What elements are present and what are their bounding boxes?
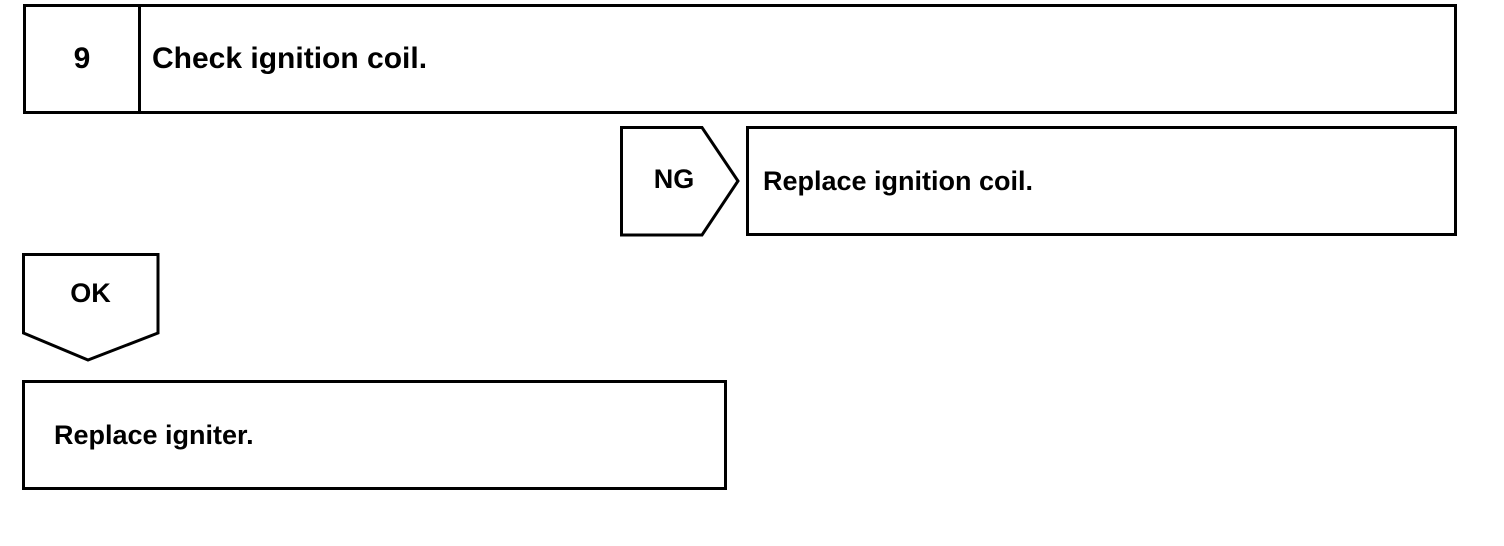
ok-action-box: Replace igniter. <box>22 380 727 490</box>
step-title: Check ignition coil. <box>152 42 428 75</box>
step-header-box: 9 Check ignition coil. <box>23 4 1457 114</box>
ng-arrow-shape <box>620 126 740 237</box>
ng-arrow-label: NG <box>653 164 695 194</box>
ng-action-text: Replace ignition coil. <box>763 165 1034 196</box>
ng-action-box: Replace ignition coil. <box>746 126 1457 236</box>
ok-action-text: Replace igniter. <box>54 419 254 450</box>
step-number: 9 <box>26 7 141 111</box>
ok-arrow-shape <box>22 253 160 362</box>
ok-arrow-label: OK <box>70 278 111 308</box>
